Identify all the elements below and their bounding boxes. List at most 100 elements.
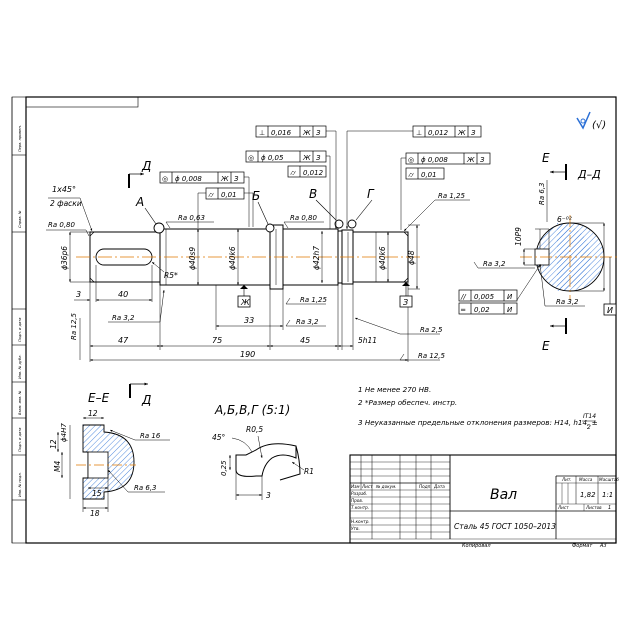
section-dd: Д–Д Е Е 6⁻⁰² 10P9 Ra 3,2 [473, 151, 620, 353]
dim-l3: 3 [76, 290, 81, 299]
tf2-datum2: З [316, 154, 321, 162]
dim-ee-d: ϕ4H7 [60, 423, 68, 442]
tf4-symbol: ◎ [162, 175, 168, 183]
section-d-mark: Д [128, 159, 151, 188]
tf5-symbol: ⌭ [208, 191, 214, 199]
roughness-r5-text: Ra 3,2 [112, 314, 135, 322]
tf9-value: 0,005 [474, 293, 495, 301]
sheet-frame [11, 96, 617, 544]
tb-format-value: А3 [599, 543, 607, 549]
roughness-r6-text: Ra 1,25 [300, 296, 328, 304]
tf10-value: 0,02 [474, 306, 490, 314]
roughness-r10: Ra 12,5 [399, 352, 446, 361]
dim-l33: 33 [244, 316, 254, 325]
tb-role-1: Разраб. [351, 491, 367, 496]
roughness-r14: Ra 16 [140, 432, 161, 440]
tf8-value: 0,01 [421, 171, 437, 179]
tolerance-frame-7: ◎ ϕ 0,008 Ж З [405, 152, 491, 165]
side-strip-text: Инв. № дубл. [18, 354, 22, 379]
tf2-symbol: ◎ [248, 154, 254, 162]
roughness-r3: Ra 0,80 [283, 214, 324, 229]
section-ee-title: Е–Е [88, 391, 110, 405]
tolerance-frame-1: ⊥ 0,016 Ж З [255, 125, 327, 138]
note-fraction-num: IT14 [583, 413, 596, 420]
roughness-r15: Ra 6,3 [134, 484, 157, 492]
datum-box-zh: Ж [237, 285, 251, 308]
section-d-letter: Д [141, 159, 151, 173]
datum-v-circle [334, 219, 344, 229]
section-e-top-letter: Е [542, 151, 550, 165]
dim-l190: 190 [240, 350, 255, 359]
dim-d2: ϕ40s9 [188, 247, 197, 270]
tb-role-2: Пров. [351, 498, 363, 503]
detail-title: А,Б,В,Г (5:1) [214, 403, 290, 417]
side-strip-labels: Перв. примен. Справ. № Подп. и дата Инв.… [18, 125, 22, 497]
tolerance-frame-4: ◎ ϕ 0,008 Ж З [159, 171, 245, 184]
datum-box-z: З [399, 282, 413, 308]
section-dd-title: Д–Д [577, 168, 601, 181]
tf9-symbol: // [460, 293, 466, 301]
section-ee-body [82, 424, 135, 500]
section-d-bottom-letter: Д [141, 393, 151, 407]
tolerance-frame-3: ⌭ 0,012 [287, 165, 327, 178]
tf6-datum2: З [471, 129, 476, 137]
tolerance-frame-2: ◎ ϕ 0,05 Ж З [245, 150, 327, 163]
tb-col-sign: Подп. [419, 484, 432, 489]
general-roughness-text: (√) [592, 120, 606, 131]
note-fraction-den: 2 [587, 424, 591, 431]
tf6-datum1: Ж [457, 129, 466, 137]
dim-det-r1: R1 [304, 467, 314, 476]
tf1-datum2: З [316, 129, 321, 137]
chamfer-note: 2 фаски [50, 199, 82, 208]
roughness-r7-text: Ra 3,2 [296, 318, 319, 326]
dim-d5: ϕ40k6 [378, 246, 387, 270]
tb-col-list: Лист [361, 484, 373, 489]
roughness-r9: Ra 12,5 [70, 312, 81, 360]
tb-scale: Масштаб [599, 477, 619, 482]
tb-col-izm: Изм [351, 484, 360, 489]
dim-l40: 40 [118, 290, 128, 299]
note-2: 2 *Размер обеспеч. инстр. [358, 398, 457, 407]
side-strip-text: Подп. и дата [18, 428, 22, 452]
dim-det-r05: R0,5 [246, 425, 263, 434]
dim-r5: R5* [164, 271, 178, 280]
roughness-r10-text: Ra 12,5 [418, 352, 446, 360]
shaft-view: А Б В Г Д ϕ36p6 ϕ40s [48, 159, 420, 362]
tb-material: Сталь 45 ГОСТ 1050–2013 [454, 522, 556, 531]
tb-format: Формат [572, 543, 593, 549]
datum-b-letter: Б [252, 189, 260, 203]
tf4-datum2: З [234, 175, 239, 183]
tf7-value: ϕ 0,008 [421, 156, 448, 164]
tf7-datum2: З [480, 156, 485, 164]
dim-d6: ϕ48 [407, 250, 416, 265]
technical-notes: 1 Не менее 270 НВ. 2 *Размер обеспеч. ин… [358, 385, 598, 431]
detail-view: А,Б,В,Г (5:1) 45° R0,5 R1 0,25 3 [212, 403, 314, 500]
tf7-datum1: Ж [466, 156, 475, 164]
tf4-datum1: Ж [220, 175, 229, 183]
tb-role-4: Н.контр. [351, 519, 370, 524]
roughness-r13: Ra 6,3 [538, 182, 546, 205]
dim-ee-12a: 12 [88, 409, 98, 418]
tb-sheet: Лист [557, 505, 569, 510]
dim-l5h11: 5h11 [358, 336, 377, 345]
roughness-r12: Ra 3,2 [556, 298, 579, 306]
tb-lit: Лит. [561, 477, 572, 482]
dim-d4: ϕ42h7 [312, 246, 321, 270]
roughness-marks: Ra 0,80 Ra 0,63 Ra 0,80 Ra 1,25 Ra 3,2 R… [46, 192, 470, 361]
tf9-datum: И [507, 293, 513, 301]
dim-det-3: 3 [266, 491, 271, 500]
datum-g-circle [347, 219, 357, 229]
datum-zh-text: Ж [240, 298, 250, 307]
datum-a-letter: А [135, 195, 144, 209]
dim-det-45: 45° [212, 433, 226, 442]
datum-v-letter: В [309, 187, 317, 201]
tb-sheets-value: 1 [608, 505, 611, 511]
datum-a-circle [153, 222, 165, 234]
roughness-r5: Ra 3,2 [108, 289, 165, 323]
dim-d3: ϕ40k6 [228, 246, 237, 270]
tf1-symbol: ⊥ [259, 129, 265, 137]
diameter-dimensions [69, 224, 420, 290]
dim-l47: 47 [118, 336, 129, 345]
tf3-value: 0,012 [303, 169, 324, 177]
